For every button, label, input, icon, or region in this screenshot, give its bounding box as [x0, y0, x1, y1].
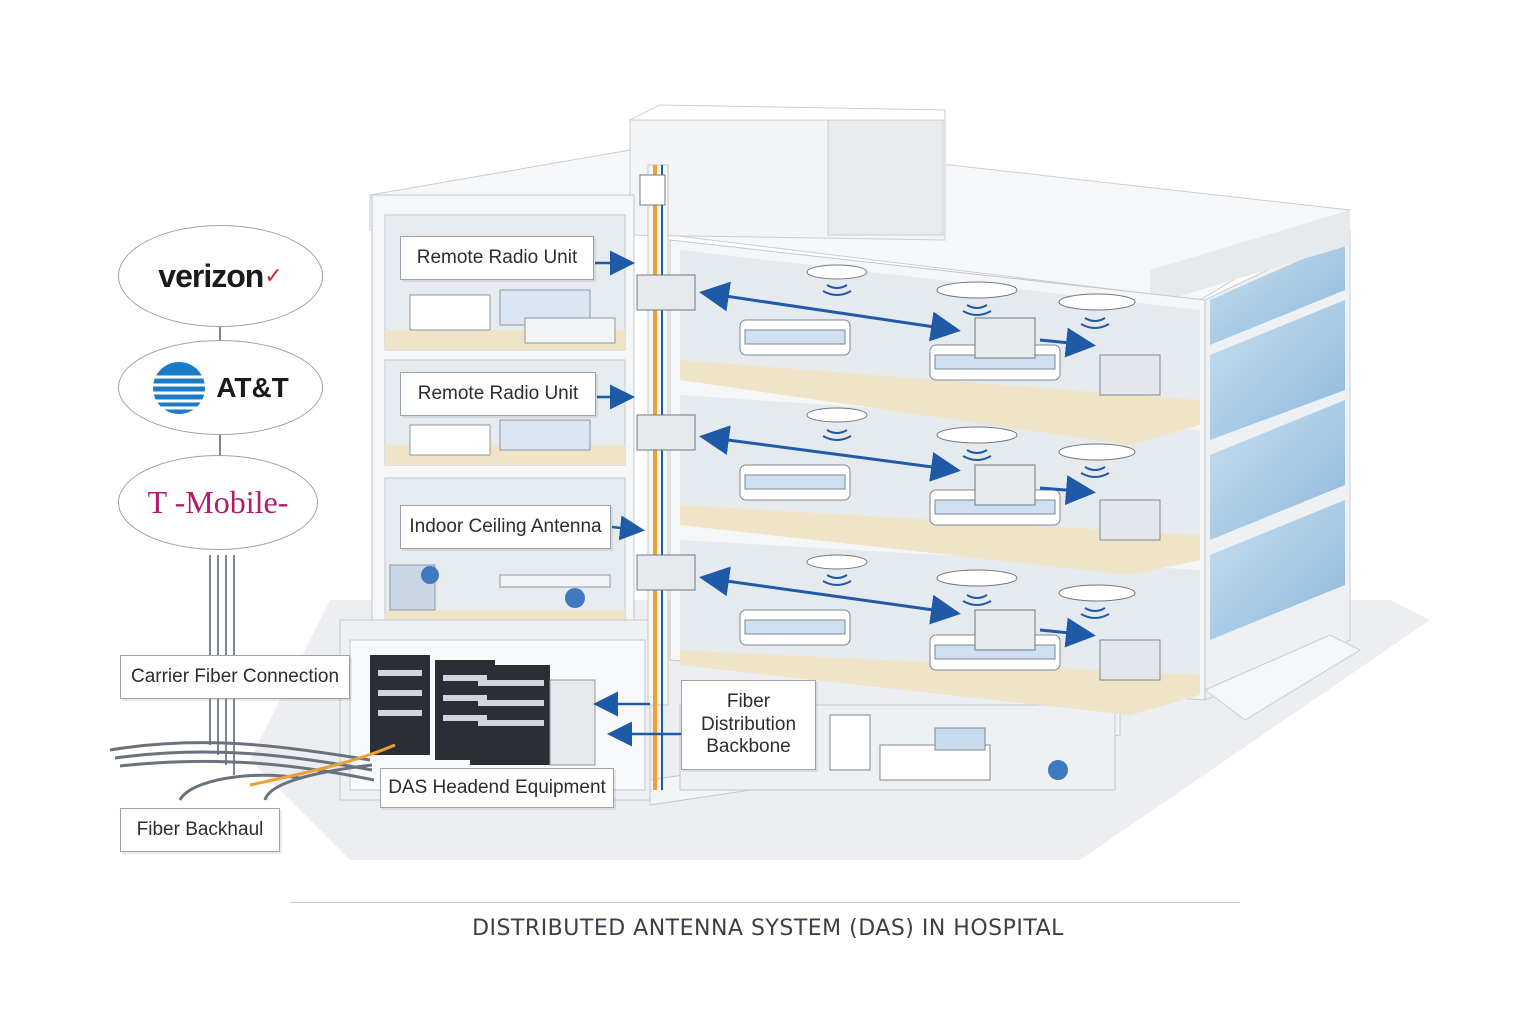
label-fiber-distribution-backbone: Fiber Distribution Backbone: [681, 680, 816, 770]
basement-office: [829, 714, 1068, 781]
att-globe-icon: [153, 361, 206, 414]
label-carrier-fiber-connection: Carrier Fiber Connection: [120, 655, 350, 699]
label-remote-radio-unit-mid: Remote Radio Unit: [400, 372, 596, 416]
remote-radio-units: [974, 317, 1036, 651]
fiber-backbone-line-3: Backbone: [706, 736, 791, 758]
tmobile-logo-t: T: [147, 484, 167, 520]
carrier-att: AT&T: [118, 340, 323, 435]
right-facade: [1204, 229, 1362, 721]
caption-divider: [290, 902, 1240, 903]
att-logo-text: AT&T: [216, 371, 289, 403]
tmobile-logo-text: -Mobile-: [174, 484, 289, 520]
verizon-check-icon: ✓: [264, 263, 283, 288]
label-remote-radio-unit-top: Remote Radio Unit: [400, 236, 594, 280]
tmobile-logo: T -Mobile-: [148, 484, 289, 521]
label-das-headend-equipment: DAS Headend Equipment: [380, 768, 614, 808]
fiber-backbone-line-1: Fiber: [726, 690, 771, 712]
diagram-title: DISTRIBUTED ANTENNA SYSTEM (DAS) IN HOSP…: [472, 916, 1064, 941]
label-pointer-arrows: [593, 250, 682, 747]
fiber-backbone-line-2: Distribution: [700, 713, 797, 735]
label-indoor-ceiling-antenna: Indoor Ceiling Antenna: [400, 505, 611, 549]
carrier-tmobile: T -Mobile-: [118, 455, 318, 550]
carrier-verizon: verizon✓: [118, 225, 323, 327]
fiber-orange-feed: [249, 743, 396, 787]
das-headend-racks: [370, 655, 596, 766]
label-fiber-backhaul: Fiber Backhaul: [120, 808, 280, 852]
fiber-riser: [636, 164, 696, 790]
verizon-logo: verizon: [158, 257, 264, 294]
signal-arrows: [699, 281, 1096, 648]
